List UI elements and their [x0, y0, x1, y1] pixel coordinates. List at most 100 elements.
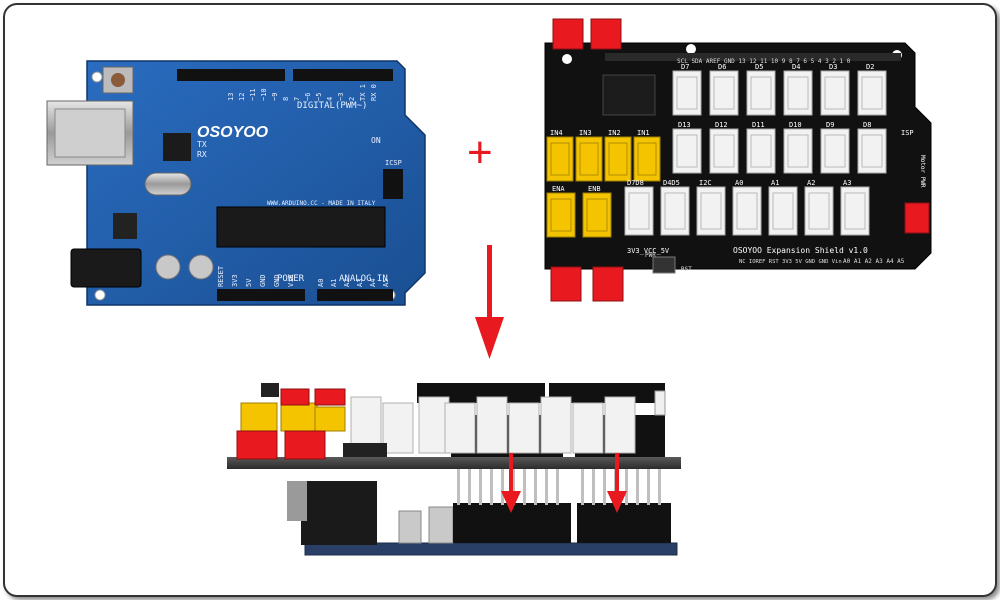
uno-pin-label: A4: [369, 279, 377, 287]
motor-power-connector: [904, 202, 930, 234]
uno-pin-label: 8: [282, 97, 290, 101]
side-red-connector: [280, 388, 310, 406]
connector-label: A3: [843, 179, 851, 187]
side-white-connector: [444, 402, 476, 454]
connector: [840, 186, 870, 236]
connector: [546, 192, 576, 238]
connector: [857, 70, 887, 116]
uno-pin-label: RESET: [217, 265, 225, 287]
uno-pin-label: TX 1: [359, 84, 367, 101]
connector-label: D13: [678, 121, 691, 129]
red-connector: [590, 18, 622, 50]
connector-label: D5: [755, 63, 763, 71]
shield-title: OSOYOO Expansion Shield v1.0: [733, 246, 868, 255]
uno-pin-label: ~6: [304, 93, 312, 101]
uno-pin-label: 13: [227, 93, 235, 101]
connector-label: I2C: [699, 179, 712, 187]
connector-label: ENA: [552, 185, 565, 193]
connector: [672, 70, 702, 116]
shield-bottom-left-label: 3V3_VCC_5V: [627, 247, 670, 255]
connector: [709, 70, 739, 116]
side-white-connector: [508, 402, 540, 454]
uno-pin-label: 3V3: [231, 274, 239, 287]
connector: [820, 70, 850, 116]
uno-header-right: [577, 503, 671, 543]
connector-label: D8: [863, 121, 871, 129]
connector-label: IN3: [579, 129, 592, 137]
connector-label: A0: [735, 179, 743, 187]
shield-power-switch: [652, 256, 676, 274]
shield-isp-label: ISP: [901, 129, 914, 137]
shield-pins: [457, 469, 661, 505]
digital-header-left: [177, 69, 285, 81]
shield-top-header: [605, 53, 901, 61]
insert-arrow-right: [607, 453, 627, 513]
insert-arrow-left: [501, 453, 521, 513]
side-yellow-connector: [314, 406, 346, 432]
connector: [783, 128, 813, 174]
uno-pin-label: GND: [273, 274, 281, 287]
stacked-assembly-side-view: [227, 383, 681, 556]
connector-label: D12: [715, 121, 728, 129]
uno-made-in-label: WWW.ARDUINO.CC - MADE IN ITALY: [267, 200, 376, 207]
uno-pin-label: ~5: [315, 93, 323, 101]
connector: [709, 128, 739, 174]
connector: [820, 128, 850, 174]
side-yellow-connector: [280, 402, 318, 432]
connector-label: D4D5: [663, 179, 680, 187]
usb-chip: [163, 133, 191, 161]
uno-icsp-label: ICSP: [385, 159, 402, 167]
image-frame: OSOYOO DIGITAL(PWM~) POWER ANALOG IN TX …: [3, 3, 997, 597]
red-connector: [550, 266, 582, 302]
uno-digital-label: DIGITAL(PWM~): [297, 101, 367, 111]
connector-label: D4: [792, 63, 800, 71]
side-white-connector: [540, 396, 572, 454]
uno-tx-label: TX: [197, 140, 207, 149]
expansion-shield-board: SCL SDA AREF GND 13 12 11 10 9 8 7 6 5 4…: [544, 18, 932, 302]
connector-label: D11: [752, 121, 765, 129]
uno-pin-label: RX 0: [370, 84, 378, 101]
dc-jack: [70, 248, 142, 288]
shield-analog-row-label: A0 A1 A2 A3 A4 A5: [843, 258, 905, 265]
digital-header-right: [293, 69, 393, 81]
side-white-connector: [572, 402, 604, 454]
plus-sign: +: [467, 128, 493, 177]
uno-pin-label: A1: [330, 279, 338, 287]
uno-pin-label: 12: [238, 93, 246, 101]
connector-label: D7: [681, 63, 689, 71]
uno-pin-label: ~3: [337, 93, 345, 101]
connector: [783, 70, 813, 116]
uno-pin-label: 7: [293, 97, 301, 101]
connector: [746, 128, 776, 174]
connector-label: D2: [866, 63, 874, 71]
side-white-connector: [382, 402, 414, 454]
shield-motor-label: Motor PWR: [919, 155, 926, 188]
assembly-illustration: OSOYOO DIGITAL(PWM~) POWER ANALOG IN TX …: [46, 18, 932, 556]
connector-label: IN2: [608, 129, 621, 137]
uno-pin-label: ~10: [260, 88, 268, 101]
connector: [672, 128, 702, 174]
uno-rx-label: RX: [197, 150, 207, 159]
atmega-chip: [216, 206, 386, 248]
uno-pin-label: ~11: [249, 88, 257, 101]
connector: [732, 186, 762, 236]
connector-label: D10: [789, 121, 802, 129]
uno-pin-label: GND: [259, 274, 267, 287]
connector-label: D9: [826, 121, 834, 129]
connector-label: A2: [807, 179, 815, 187]
side-switch: [343, 443, 387, 457]
icsp-header: [383, 169, 403, 199]
shield-row-2-connectors: D13 D12 D11 D10 D9 D8: [672, 121, 887, 174]
uno-power-label: POWER: [277, 274, 305, 284]
arduino-uno-board: OSOYOO DIGITAL(PWM~) POWER ANALOG IN TX …: [46, 60, 426, 306]
side-white-connectors: [350, 396, 636, 454]
uno-analog-label: ANALOG IN: [339, 274, 388, 284]
side-red-connector: [314, 388, 346, 406]
power-header: [217, 289, 305, 301]
dc-jack-side: [301, 481, 377, 545]
